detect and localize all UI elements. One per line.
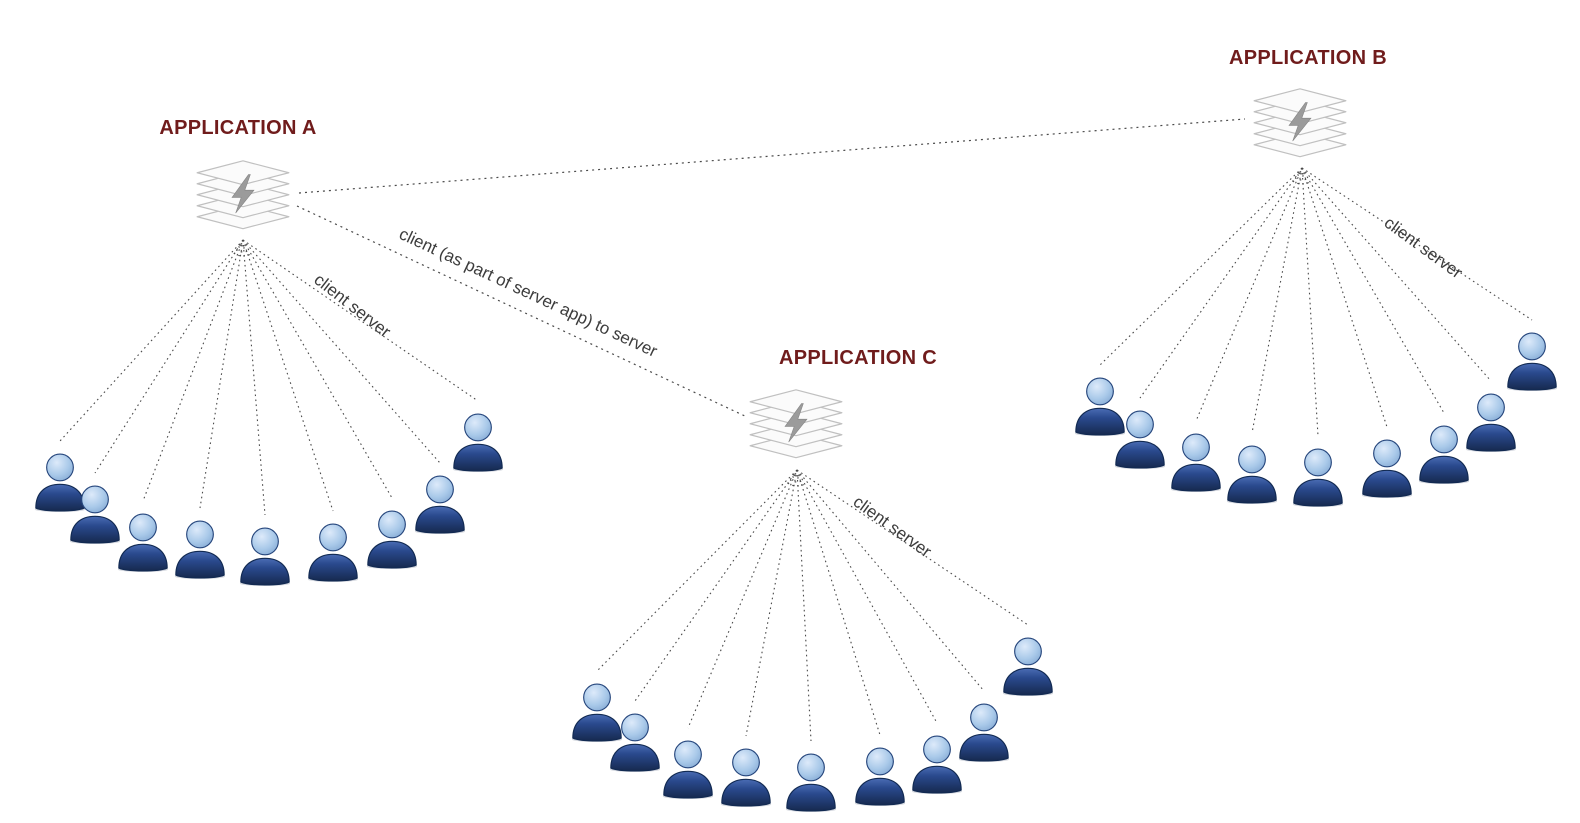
fan-line (199, 239, 244, 509)
user-icon (1226, 445, 1278, 504)
fan-arc (1299, 170, 1305, 173)
user-icon (1074, 377, 1126, 436)
user-icon (1292, 448, 1344, 507)
fan-line (1251, 167, 1303, 434)
fan-arc (233, 252, 253, 257)
user-icon (785, 753, 837, 812)
fan-line (1139, 167, 1303, 399)
fan-line (796, 469, 812, 742)
connection-line-a-b (298, 118, 1246, 194)
fan-line (1099, 167, 1303, 366)
fan-arc (240, 242, 246, 245)
fan-line (242, 239, 441, 464)
fan-line (1301, 167, 1319, 437)
user-icon (911, 735, 963, 794)
fan-line (94, 239, 244, 474)
fan-line (796, 469, 985, 692)
user-icon (1361, 439, 1413, 498)
connection-line-a-c (296, 205, 748, 418)
fan-line (1301, 167, 1492, 382)
fan-line (1301, 167, 1445, 414)
user-icon (1114, 410, 1166, 469)
user-icon (571, 683, 623, 742)
user-icon (1418, 425, 1470, 484)
user-icon (662, 740, 714, 799)
fan-line (796, 469, 1029, 626)
fan-arc (1294, 177, 1310, 181)
user-icon (117, 513, 169, 572)
fan-arc (238, 246, 248, 249)
user-icon (366, 510, 418, 569)
client-fan-a (34, 160, 504, 586)
user-icon (1465, 393, 1517, 452)
fan-line (1301, 167, 1388, 428)
application-c-title: APPLICATION C (779, 347, 937, 369)
fan-line (796, 469, 881, 736)
user-icon (720, 748, 772, 807)
server-stack-icon-b (1253, 88, 1347, 158)
fan-arc (1297, 174, 1307, 177)
fan-arc (787, 482, 807, 487)
user-icon (239, 527, 291, 586)
user-icon (34, 453, 86, 512)
user-icon (1506, 332, 1558, 391)
user-icon (174, 520, 226, 579)
fan-line (745, 469, 798, 737)
fan-line (1195, 167, 1303, 422)
fan-line (596, 469, 798, 672)
fan-line (687, 469, 798, 729)
user-icon (452, 413, 504, 472)
fan-arc (789, 479, 805, 483)
application-b-title: APPLICATION B (1229, 47, 1387, 69)
fan-line (142, 239, 244, 502)
user-icon (958, 703, 1010, 762)
fan-line (796, 469, 938, 724)
fan-line (242, 239, 266, 516)
fan-arc (792, 476, 802, 479)
fan-arc (794, 472, 800, 475)
client-fan-c (571, 389, 1054, 812)
user-icon (307, 523, 359, 582)
fan-arc (1292, 180, 1312, 185)
application-a-title: APPLICATION A (159, 117, 317, 139)
user-icon (1170, 433, 1222, 492)
user-icon (414, 475, 466, 534)
server-stack-icon-a (196, 160, 290, 230)
client-fan-b (1074, 88, 1558, 507)
fan-line (634, 469, 798, 702)
fan-line (1301, 167, 1533, 321)
fan-line (59, 239, 244, 442)
user-icon (854, 747, 906, 806)
user-icon (1002, 637, 1054, 696)
server-stack-icon-c (749, 389, 843, 459)
fan-arc (235, 249, 251, 253)
